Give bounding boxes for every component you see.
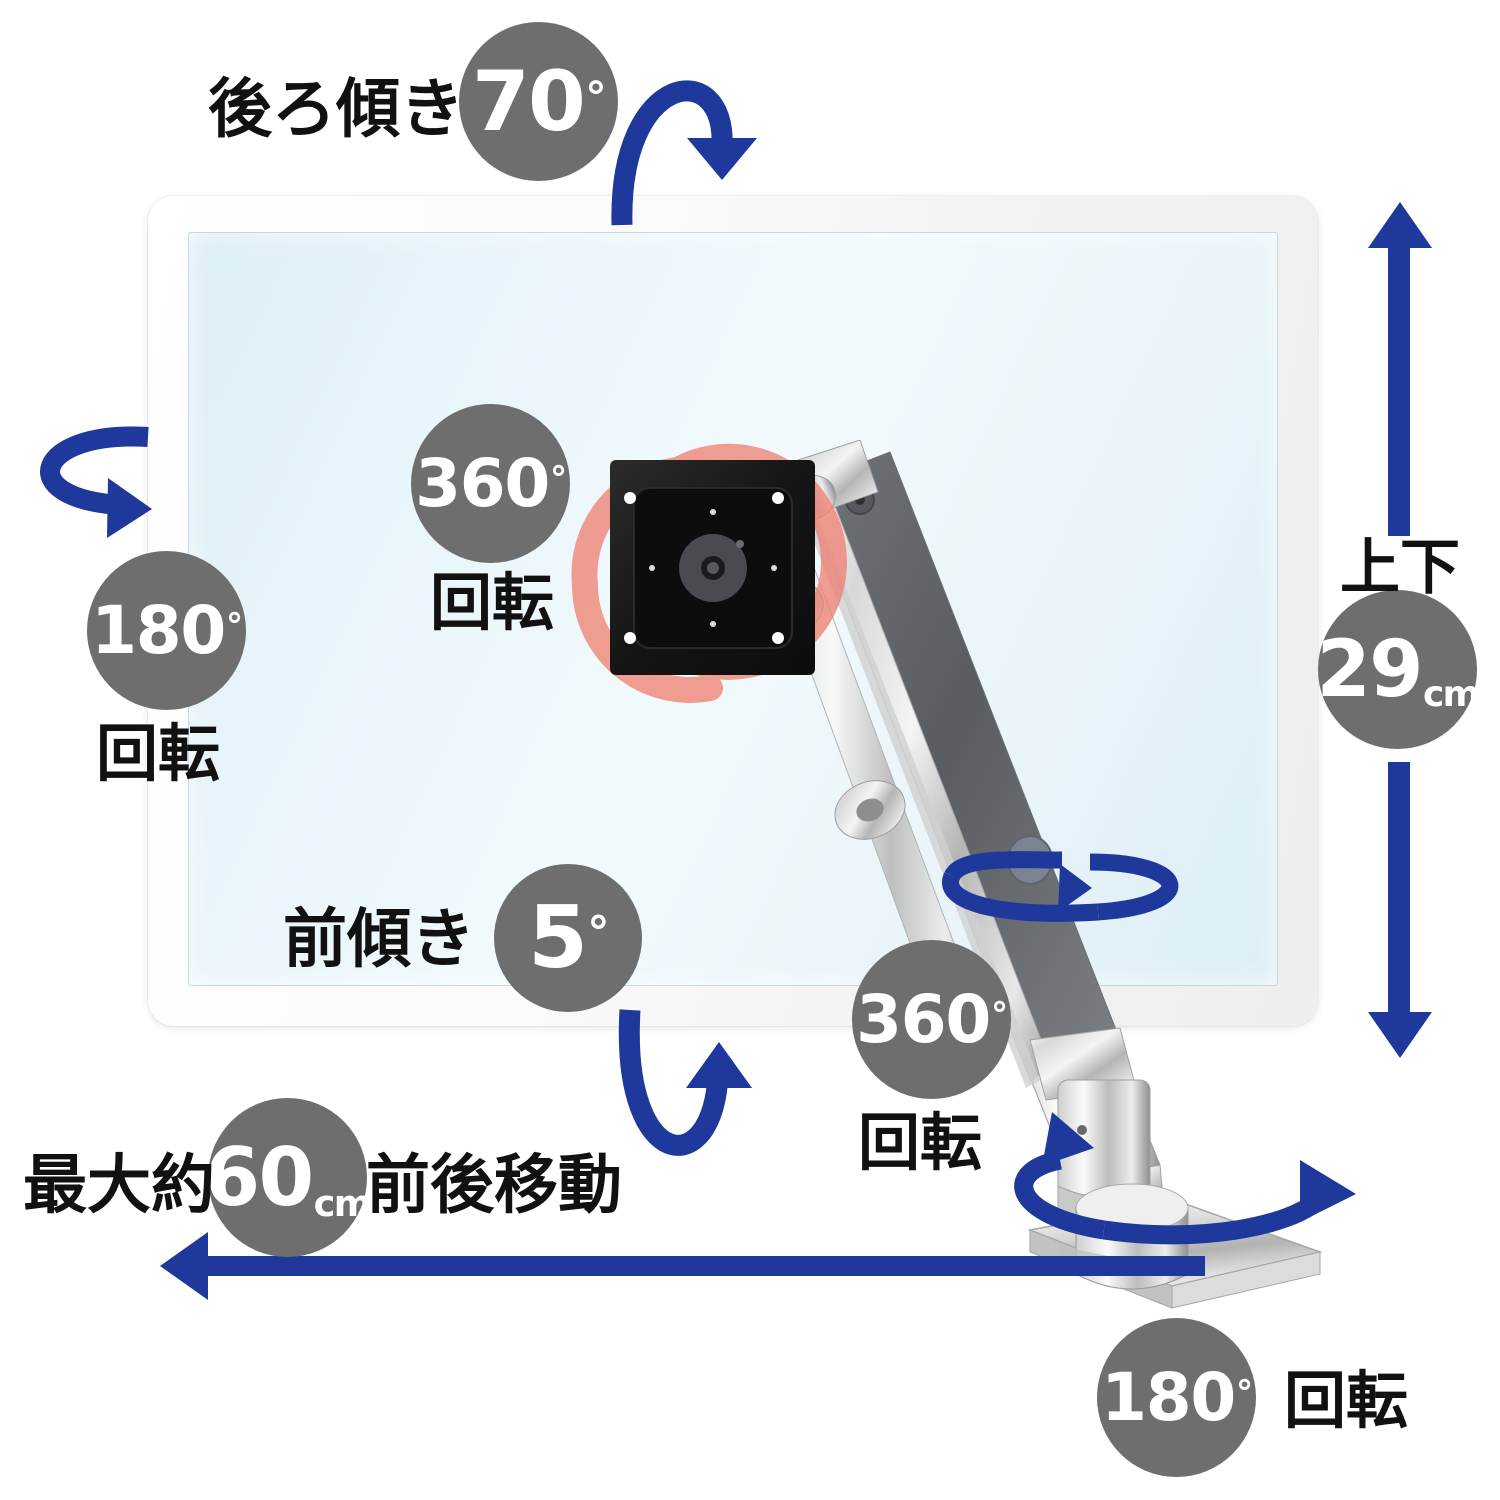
caption-tilt-back: 後ろ傾き	[208, 73, 464, 147]
vesa-plate	[610, 460, 815, 675]
badge-tilt-front-value: 5	[528, 888, 588, 988]
caption-reach-prefix: 最大約	[23, 1149, 215, 1223]
badge-reach-value: 60	[204, 1130, 314, 1224]
caption-rotate-base: 回転	[1284, 1364, 1409, 1437]
tilt-back-curved-arrow	[611, 80, 757, 226]
degree-symbol-icon: °	[990, 996, 1008, 1037]
caption-rotate-left: 回転	[96, 717, 221, 790]
badge-reach-unit: cm	[313, 1181, 373, 1225]
height-up-arrow	[1368, 202, 1432, 536]
rotate-left-curved-arrow	[40, 426, 152, 538]
badge-rotate-base: 180°	[1097, 1318, 1256, 1477]
caption-rotate-vesa: 回転	[430, 566, 555, 639]
badge-rotate-left: 180°	[87, 551, 246, 710]
degree-symbol-icon: °	[587, 906, 609, 960]
badge-rotate-left-value: 180	[91, 591, 226, 669]
rotate-arm-ellipse-arrow	[942, 851, 1179, 922]
tilt-front-curved-arrow	[618, 1009, 752, 1156]
caption-height: 上下	[1340, 533, 1460, 603]
badge-tilt-front: 5°	[494, 864, 642, 1012]
caption-tilt-front: 前傾き	[283, 903, 475, 977]
degree-symbol-icon: °	[585, 72, 607, 123]
badge-height-unit: cm	[1422, 674, 1480, 716]
badge-tilt-back-value: 70	[471, 53, 586, 150]
caption-rotate-arm: 回転	[858, 1106, 983, 1179]
degree-symbol-icon: °	[549, 460, 567, 501]
reach-left-arrow	[160, 1232, 1205, 1300]
badge-tilt-back: 70°	[459, 22, 618, 181]
degree-symbol-icon: °	[1235, 1374, 1253, 1415]
badge-rotate-base-value: 180	[1101, 1358, 1236, 1436]
vesa-plate-group	[560, 430, 900, 750]
badge-rotate-vesa-value: 360	[415, 444, 550, 522]
badge-rotate-vesa: 360°	[411, 404, 570, 563]
badge-height-value: 29	[1316, 624, 1424, 715]
badge-rotate-arm-value: 360	[856, 980, 991, 1058]
rotate-base-ellipse-arrow	[1014, 1112, 1356, 1245]
caption-reach-suffix: 前後移動	[366, 1149, 622, 1223]
height-down-arrow	[1368, 762, 1432, 1058]
badge-rotate-arm: 360°	[852, 940, 1011, 1099]
degree-symbol-icon: °	[225, 607, 243, 648]
